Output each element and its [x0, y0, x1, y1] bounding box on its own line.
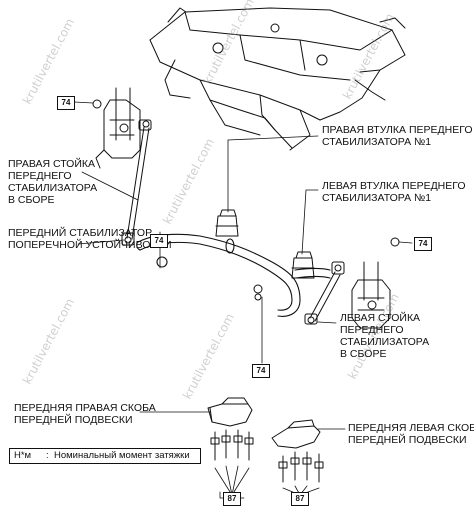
front-subframe — [149, 7, 406, 151]
label-line: ЛЕВАЯ ВТУЛКА ПЕРЕДНЕГО — [322, 180, 466, 192]
label-line: ПОПЕРЕЧНОЙ УСТОЙЧИВОСТИ — [8, 239, 172, 251]
front-right-bracket — [207, 397, 254, 461]
right-strut — [95, 87, 141, 169]
label-line: ПЕРЕДНЕГО — [8, 170, 72, 182]
torque-badge-top-left: 74 — [57, 96, 75, 110]
label-line: СТАБИЛИЗАТОРА №1 — [322, 136, 432, 148]
legend-separator: : — [46, 450, 49, 461]
label-right-bushing: ПРАВАЯ ВТУЛКА ПЕРЕДНЕГО СТАБИЛИЗАТОРА №1 — [322, 124, 473, 148]
torque-badge-bracket-right: 87 — [223, 492, 241, 506]
label-line: СТАБИЛИЗАТОРА — [8, 182, 98, 194]
stabilizer-bar — [136, 233, 331, 317]
left-bushing — [291, 251, 315, 279]
label-line: ПЕРЕДНЕГО — [340, 324, 404, 336]
label-right-bracket: ПЕРЕДНЯЯ ПРАВАЯ СКОБА ПЕРЕДНЕЙ ПОДВЕСКИ — [14, 402, 156, 426]
legend-text: Номинальный момент затяжки — [54, 450, 190, 461]
label-right-link: ПРАВАЯ СТОЙКА ПЕРЕДНЕГО СТАБИЛИЗАТОРА В … — [8, 158, 97, 206]
label-line: ЛЕВАЯ СТОЙКА — [340, 312, 421, 324]
torque-badge-stabilizer: 74 — [150, 234, 168, 248]
legend-unit: Н*м — [14, 450, 32, 461]
left-stabilizer-link — [304, 261, 345, 325]
label-line: СТАБИЛИЗАТОРА — [340, 336, 430, 348]
front-left-bracket — [271, 419, 324, 483]
label-line: ПРАВАЯ СТОЙКА — [8, 158, 96, 170]
label-line: ПЕРЕДНЕЙ ПОДВЕСКИ — [348, 434, 467, 446]
label-line: ПЕРЕДНЕЙ ПОДВЕСКИ — [14, 414, 133, 426]
torque-badge-lower-center: 74 — [252, 364, 270, 378]
label-line: ПЕРЕДНЯЯ ЛЕВАЯ СКОБА — [348, 422, 474, 434]
label-line: ПРАВАЯ ВТУЛКА ПЕРЕДНЕГО — [322, 124, 473, 136]
label-line: СТАБИЛИЗАТОРА №1 — [322, 192, 432, 204]
torque-badge-bracket-left: 87 — [291, 492, 309, 506]
label-line: ПЕРЕДНИЙ СТАБИЛИЗАТОР — [8, 227, 153, 239]
torque-badge-right-side: 74 — [414, 237, 432, 251]
left-strut — [351, 261, 391, 329]
label-line: ПЕРЕДНЯЯ ПРАВАЯ СКОБА — [14, 402, 156, 414]
right-stabilizer-link — [121, 119, 152, 246]
label-left-link: ЛЕВАЯ СТОЙКА ПЕРЕДНЕГО СТАБИЛИЗАТОРА В С… — [340, 312, 429, 360]
label-front-stabilizer: ПЕРЕДНИЙ СТАБИЛИЗАТОР ПОПЕРЕЧНОЙ УСТОЙЧИ… — [8, 227, 172, 251]
right-bushing — [215, 209, 239, 237]
label-left-bushing: ЛЕВАЯ ВТУЛКА ПЕРЕДНЕГО СТАБИЛИЗАТОРА №1 — [322, 180, 466, 204]
label-left-bracket: ПЕРЕДНЯЯ ЛЕВАЯ СКОБА ПЕРЕДНЕЙ ПОДВЕСКИ — [348, 422, 474, 446]
torque-legend: Н*м : Номинальный момент затяжки — [9, 448, 201, 464]
label-line: В СБОРЕ — [340, 348, 387, 360]
label-line: В СБОРЕ — [8, 194, 55, 206]
